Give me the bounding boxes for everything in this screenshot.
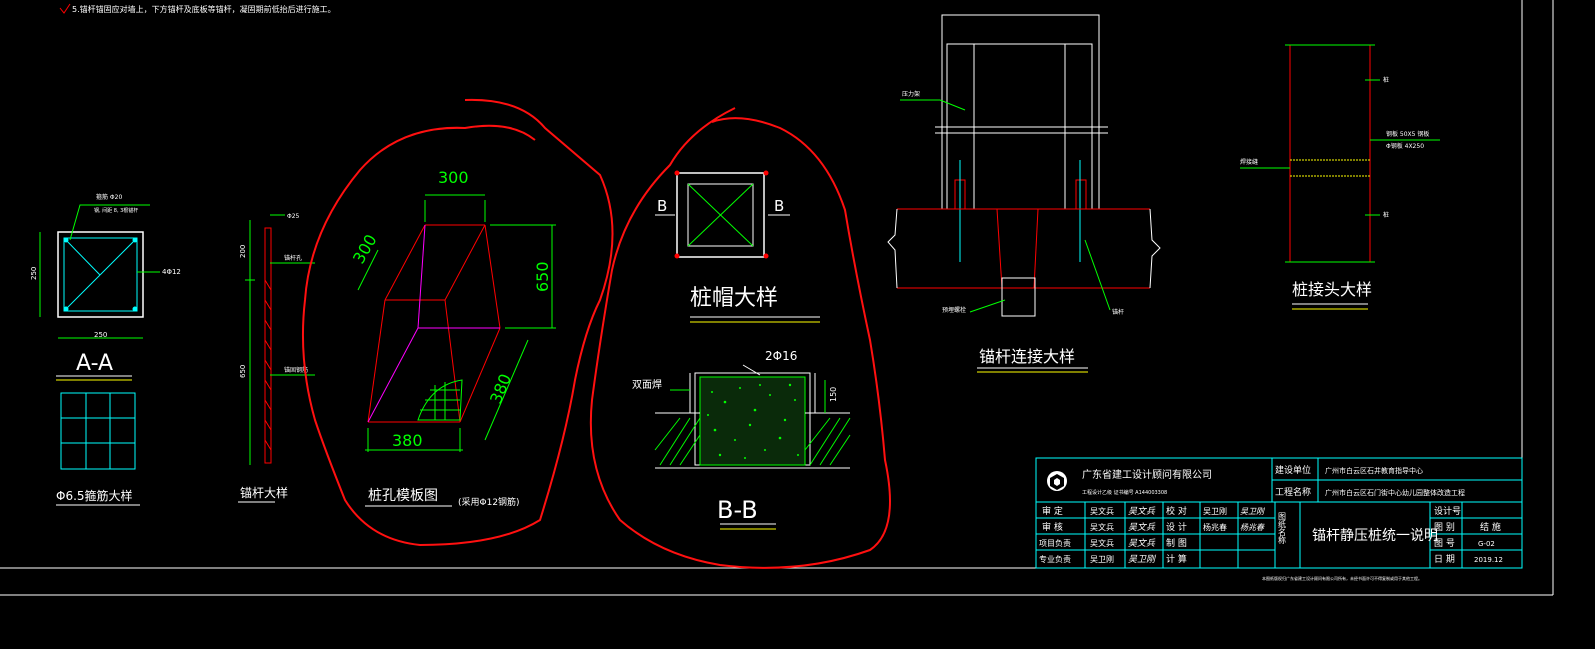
role-0-sign: 吴文兵 xyxy=(1128,506,1156,517)
template-dim-right: 650 xyxy=(533,261,552,292)
rod-label-3: 锚固钢筋 xyxy=(284,366,308,374)
template-title: 桩孔模板图 xyxy=(368,487,438,504)
pile-hole-template xyxy=(357,194,556,452)
mid-role-0-sign: 吴卫刚 xyxy=(1240,507,1266,516)
template-dim-top: 300 xyxy=(438,168,469,187)
joint-label-left: 焊接缝 xyxy=(1240,158,1258,166)
template-dim-diag: 300 xyxy=(349,231,381,267)
conn-label-3: 锚杆 xyxy=(1112,308,1124,316)
joint-label-bottom: 桩 xyxy=(1383,211,1389,219)
role-0-name: 吴文兵 xyxy=(1090,506,1114,516)
mid-role-1: 设 计 xyxy=(1166,521,1187,533)
pile-cap-label-right: B xyxy=(774,197,784,215)
template-dim-side: 380 xyxy=(486,371,515,406)
right-label-0: 设计号 xyxy=(1434,505,1461,517)
joint-label-top: 桩 xyxy=(1383,76,1389,84)
aa-label-top-2: 钢, 间距 8, 3根锚杆 xyxy=(94,207,138,214)
mid-role-0: 校 对 xyxy=(1166,505,1187,517)
stirrup-title: Φ6.5箍筋大样 xyxy=(56,488,133,503)
template-dim-bottom: 380 xyxy=(392,431,423,450)
pile-cap-label-left: B xyxy=(657,197,667,215)
right-label-2: 图 号 xyxy=(1434,538,1455,549)
right-value-2: G-02 xyxy=(1478,540,1495,548)
build-unit-value: 广州市白云区石井教育指导中心 xyxy=(1325,466,1423,475)
section-bb xyxy=(655,364,850,469)
pile-cap-title: 桩帽大样 xyxy=(690,286,778,311)
company-logo-icon xyxy=(1047,471,1067,491)
title-block-footnote: 本图纸版权归广东省建工设计顾问有限公司所有，未经书面许可不得复制或用于其他工程。 xyxy=(1262,575,1422,581)
aa-dim-width: 250 xyxy=(94,331,107,339)
project-label: 工程名称 xyxy=(1275,486,1311,498)
anchor-rod-title: 锚杆大样 xyxy=(240,485,288,500)
role-2: 项目负责 xyxy=(1039,538,1071,548)
mid-role-2: 制 图 xyxy=(1166,537,1187,549)
rod-dim-bottom: 650 xyxy=(239,365,247,378)
concrete-hatch xyxy=(654,417,851,466)
section-aa-title: A-A xyxy=(76,351,113,376)
anchor-rod xyxy=(245,214,315,465)
title-block-grid xyxy=(1035,457,1523,569)
annotation-circle-template xyxy=(302,98,614,547)
rod-label-1: Φ25 xyxy=(287,213,300,220)
check-mark-icon xyxy=(59,3,71,14)
role-1: 审 核 xyxy=(1042,521,1063,533)
role-3-name: 吴卫刚 xyxy=(1090,555,1114,564)
aa-dim-height: 250 xyxy=(30,267,38,280)
rod-dim-top: 200 xyxy=(239,245,247,258)
drawing-name: 锚杆静压桩统一说明 xyxy=(1312,527,1438,544)
annotation-circle-pile-cap xyxy=(589,107,891,569)
role-0: 审 定 xyxy=(1042,505,1063,517)
role-2-sign: 吴文兵 xyxy=(1128,538,1156,549)
template-subtitle: (采用Φ12钢筋) xyxy=(458,496,520,508)
mid-role-1-sign: 杨兆春 xyxy=(1240,523,1265,532)
stirrup-grid xyxy=(60,392,136,470)
pile-joint xyxy=(1240,44,1440,263)
right-label-1: 图 别 xyxy=(1434,522,1455,533)
section-aa xyxy=(39,204,160,339)
build-unit-label: 建设单位 xyxy=(1275,464,1311,476)
bb-left-label: 双面焊 xyxy=(632,379,662,391)
role-3-sign: 吴卫刚 xyxy=(1128,554,1157,565)
bb-dim-right: 150 xyxy=(829,387,838,402)
joint-label-mid-1: 钢板 50X5 钢板 xyxy=(1386,130,1429,138)
drawing-name-label: 图纸名称 xyxy=(1278,512,1287,545)
pile-cap xyxy=(655,170,790,259)
mid-role-3: 计 算 xyxy=(1166,553,1187,565)
aa-label-top-1: 箍筋 Φ20 xyxy=(96,193,122,201)
project-value: 广州市白云区石门街中心幼儿园整体改造工程 xyxy=(1325,488,1465,497)
joint-label-mid-2: Φ钢板 4X250 xyxy=(1386,142,1424,150)
bb-rebar: 2Φ16 xyxy=(765,349,797,363)
general-note: 5.锚杆锚固应对墙上，下方锚杆及底板等锚杆，凝固期前低抬后进行施工。 xyxy=(72,4,336,14)
company-name: 广东省建工设计顾问有限公司 xyxy=(1082,468,1212,481)
role-1-sign: 吴文兵 xyxy=(1128,522,1156,533)
rod-label-2: 锚杆孔 xyxy=(284,254,302,262)
right-value-1: 结 施 xyxy=(1480,521,1501,533)
mid-role-1-name: 杨兆春 xyxy=(1203,522,1227,532)
concrete-dots xyxy=(707,383,799,459)
mid-role-0-name: 吴卫刚 xyxy=(1203,507,1227,516)
role-1-name: 吴文兵 xyxy=(1090,522,1114,532)
role-2-name: 吴文兵 xyxy=(1090,538,1114,548)
conn-label-1: 压力架 xyxy=(902,90,920,98)
right-label-3: 日 期 xyxy=(1434,554,1455,565)
anchor-connection xyxy=(887,14,1161,317)
section-bb-title: B-B xyxy=(717,496,758,524)
right-value-3: 2019.12 xyxy=(1474,556,1503,564)
conn-label-2: 预埋螺栓 xyxy=(942,306,966,314)
pile-joint-title: 桩接头大样 xyxy=(1292,280,1372,299)
anchor-connection-title: 锚杆连接大样 xyxy=(979,347,1075,366)
aa-label-right: 4Φ12 xyxy=(162,268,181,276)
role-3: 专业负责 xyxy=(1039,554,1071,564)
company-sub: 工程设计乙级 证书编号 A144003308 xyxy=(1082,489,1167,496)
